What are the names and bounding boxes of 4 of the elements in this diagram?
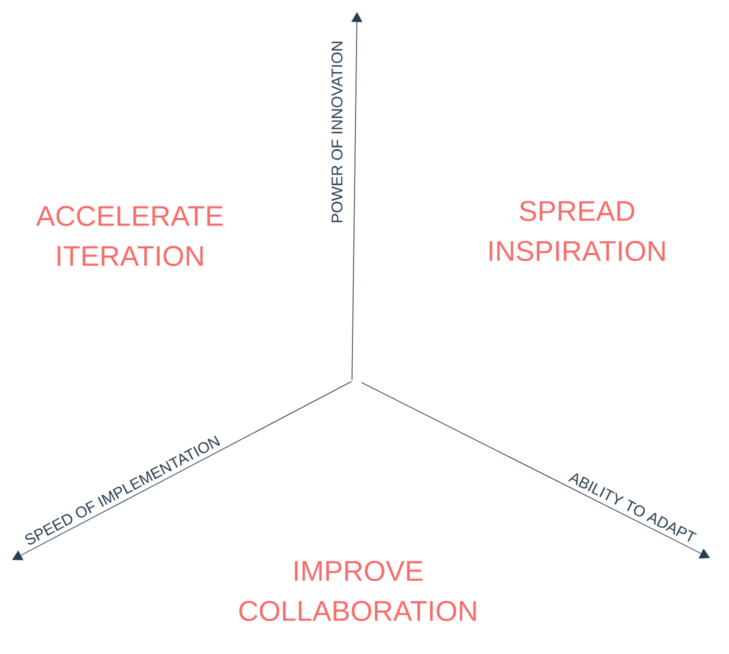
region-label: IMPROVE COLLABORATION [239,560,476,622]
axis-label: POWER OF INNOVATION [332,42,342,222]
region-label: ACCELERATE ITERATION [36,206,223,266]
region-label: SPREAD INSPIRATION [490,200,665,262]
